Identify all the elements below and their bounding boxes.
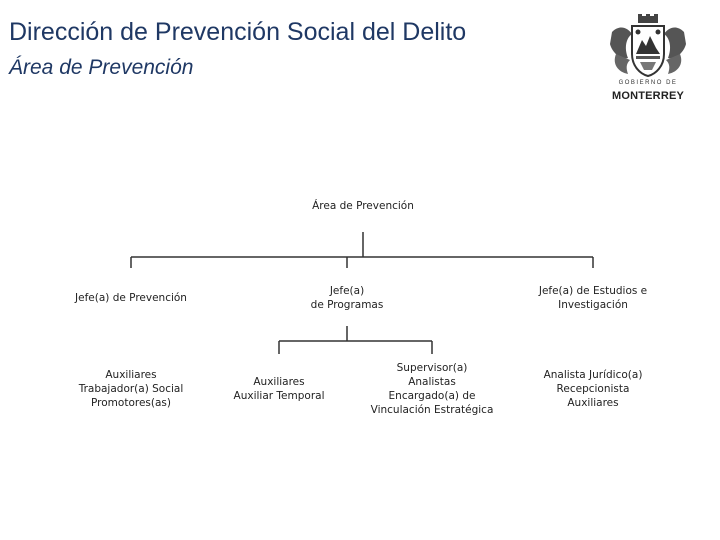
page-title: Dirección de Prevención Social del Delit…: [9, 18, 467, 46]
logo-caption-big: MONTERREY: [611, 90, 685, 102]
page-subtitle: Área de Prevención: [9, 56, 194, 79]
org-node-jefe-estudios: Jefe(a) de Estudios e Investigación: [538, 285, 648, 311]
org-node-auxiliares-programas: Auxiliares Auxiliar Temporal: [233, 376, 325, 402]
org-node-jefe-programas: Jefe(a) de Programas: [310, 285, 384, 311]
logo: GOBIERNO DE MONTERREY: [606, 14, 690, 106]
org-node-supervisor: Supervisor(a) Analistas Encargado(a) de …: [370, 362, 494, 416]
org-node-jefe-prevencion: Jefe(a) de Prevención: [75, 292, 187, 304]
org-node-analista-juridico: Analista Jurídico(a) Recepcionista Auxil…: [543, 369, 643, 409]
monterrey-coat-of-arms-icon: [610, 14, 686, 78]
org-node-root: Área de Prevención: [312, 200, 414, 212]
org-node-auxiliares-prevencion: Auxiliares Trabajador(a) Social Promotor…: [78, 369, 184, 409]
logo-caption-small: GOBIERNO DE: [618, 80, 678, 86]
